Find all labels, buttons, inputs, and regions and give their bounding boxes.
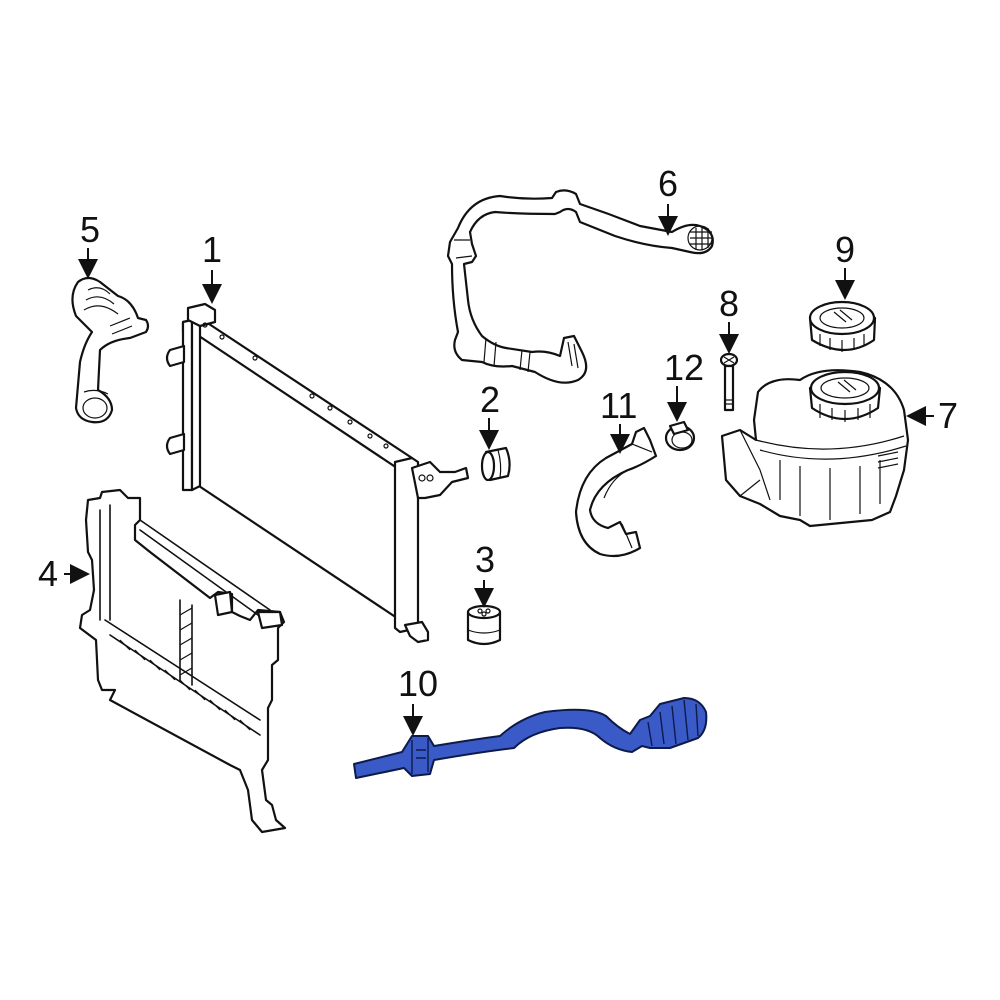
svg-text:4: 4 [38,553,58,594]
upper-radiator-hose[interactable] [71,276,150,424]
svg-text:8: 8 [719,283,739,324]
callout-12: 12 [664,347,704,422]
svg-text:1: 1 [202,229,222,270]
overflow-hose-highlighted[interactable] [353,697,708,779]
svg-text:7: 7 [938,395,958,436]
callout-10: 10 [398,663,438,736]
lower-mount-insulator[interactable] [466,604,502,646]
svg-text:9: 9 [835,229,855,270]
svg-text:2: 2 [480,379,500,420]
reservoir-cap[interactable] [808,300,877,352]
callout-3: 3 [474,539,495,608]
svg-text:3: 3 [475,539,495,580]
radiator-support-frame[interactable] [78,488,287,834]
radiator-mount-bushing[interactable] [480,446,511,482]
svg-text:6: 6 [658,163,678,204]
callout-9: 9 [835,229,855,300]
reservoir-hose[interactable] [574,426,658,558]
coolant-hose-assembly[interactable] [446,189,714,384]
radiator[interactable] [165,302,470,644]
coolant-reservoir[interactable] [720,369,910,528]
callout-1: 1 [202,229,222,304]
callout-5: 5 [78,209,100,279]
callout-8: 8 [719,283,739,354]
callout-2: 2 [479,379,500,450]
svg-text:5: 5 [80,209,100,250]
callout-11: 11 [600,385,637,454]
svg-text:12: 12 [664,347,704,388]
hose-clamp[interactable] [664,420,696,452]
svg-text:11: 11 [600,385,637,426]
callout-4: 4 [38,553,90,594]
reservoir-bolt[interactable] [719,352,739,412]
svg-text:10: 10 [398,663,438,704]
callout-6: 6 [658,163,678,236]
callout-7: 7 [906,395,958,436]
